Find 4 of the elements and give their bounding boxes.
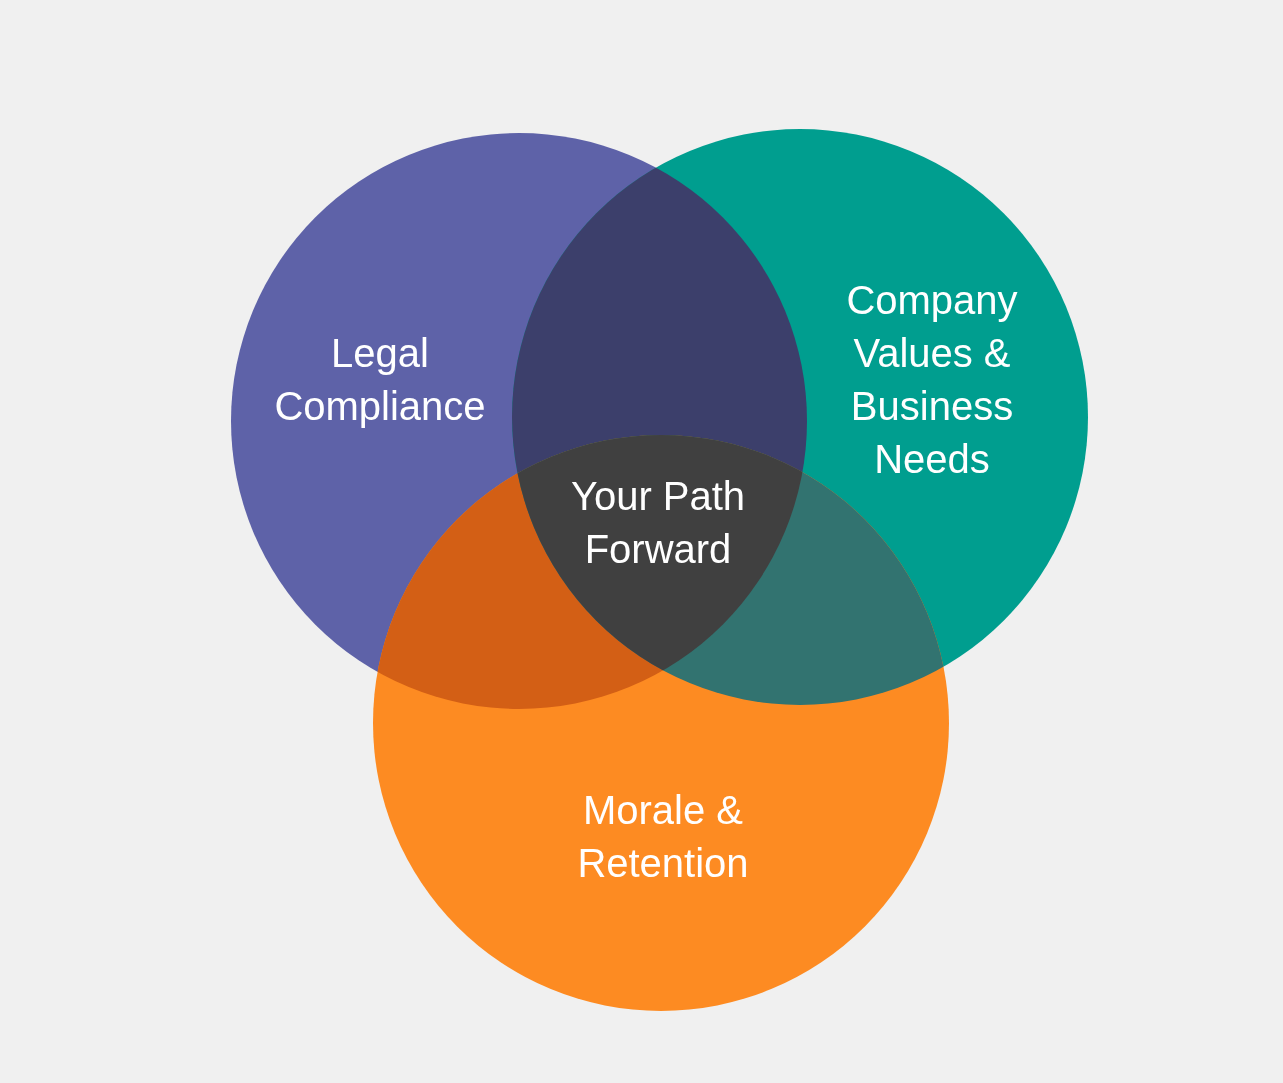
circle-label: Your Path Forward xyxy=(569,473,747,573)
circle-label: Morale & Retention xyxy=(576,787,750,887)
circle-label: Legal Compliance xyxy=(273,330,487,430)
circle-label: Company Values & Business Needs xyxy=(845,277,1019,483)
